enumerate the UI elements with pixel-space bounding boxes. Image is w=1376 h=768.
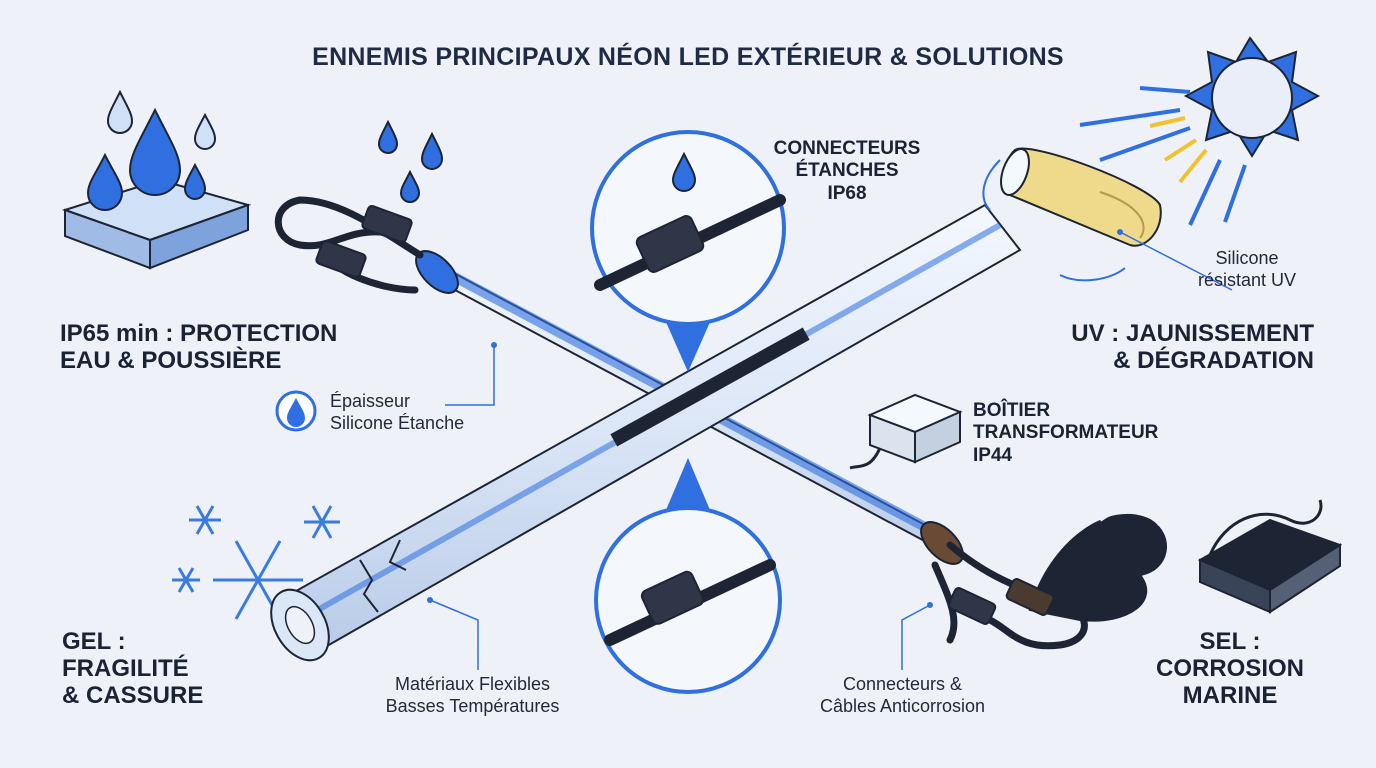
transformer-box [849,393,963,470]
connector-left-bottom [315,239,367,279]
wave-icon [1028,507,1167,622]
neon-tube-diagonal-up [270,203,1022,662]
label-line: Connecteurs & [842,674,963,694]
page-title: ENNEMIS PRINCIPAUX NÉON LED EXTÉRIEUR & … [312,43,1064,71]
heading-line: MARINE [1182,682,1278,710]
heading-ip65: IP65 min : PROTECTION EAU & POUSSIÈRE [60,320,337,374]
leader-dot [1117,229,1123,235]
drop-badge-icon [275,390,317,432]
label-silicone-uv: Silicone résistant UV [1172,248,1322,291]
label-line: Câbles Anticorrosion [819,695,986,716]
heading-line: FRAGILITÉ [62,655,189,683]
label-line: Silicone Étanche [330,412,465,433]
splash-drops-icon [377,119,444,203]
callout-line: ÉTANCHES [795,160,899,182]
cable-left [274,196,424,294]
connector-right-bottom [947,587,997,625]
label-materiaux: Matériaux Flexibles Basses Températures [350,674,595,717]
silicone-sleeve [982,147,1162,282]
label-line: Épaisseur [330,391,411,411]
leader-lines [429,231,1233,670]
label-anticorrosion: Connecteurs & Câbles Anticorrosion [790,674,1015,717]
label-epaisseur: Épaisseur Silicone Étanche [330,391,464,434]
heading-line: CORROSION [1155,655,1304,683]
callout-connecteurs-ip68: CONNECTEURS ÉTANCHES IP68 [752,138,942,205]
heading-gel: GEL : FRAGILITÉ & CASSURE [62,628,203,709]
label-line: résistant UV [1197,269,1297,290]
callout-line: BOÎTIER [973,400,1051,421]
leader-dot [427,597,433,603]
leader-dot [927,602,933,608]
water-drops-icon [61,89,252,270]
connector-right-top [1005,578,1055,616]
heading-line: UV : JAUNISSEMENT [1071,320,1314,347]
callout-line: CONNECTEURS [773,138,921,159]
callout-boitier: BOÎTIER TRANSFORMATEUR IP44 [973,400,1158,467]
label-line: Silicone [1215,248,1279,268]
callout-line: IP68 [827,182,867,204]
heading-uv: UV : JAUNISSEMENT & DÉGRADATION [1071,320,1314,374]
label-line: Basses Températures [385,695,560,716]
callout-line: IP44 [973,444,1013,466]
zoom-circle-top [590,130,786,372]
corroded-block-icon [1197,499,1343,614]
label-line: Matériaux Flexibles [394,674,551,694]
heading-sel: SEL : CORROSION MARINE [1150,628,1310,709]
heading-line: & CASSURE [62,682,204,710]
connector-left-top [361,204,413,244]
heading-line: EAU & POUSSIÈRE [60,347,282,375]
heading-line: GEL : [62,628,126,655]
leader-dot [491,342,497,348]
heading-line: SEL : [1199,628,1261,655]
sun-icon [1079,36,1321,226]
callout-line: TRANSFORMATEUR [973,422,1159,444]
heading-line: IP65 min : PROTECTION [60,320,338,347]
snowflake-icon [172,505,340,620]
zoom-circle-bottom [594,458,782,694]
heading-line: & DÉGRADATION [1113,347,1314,375]
